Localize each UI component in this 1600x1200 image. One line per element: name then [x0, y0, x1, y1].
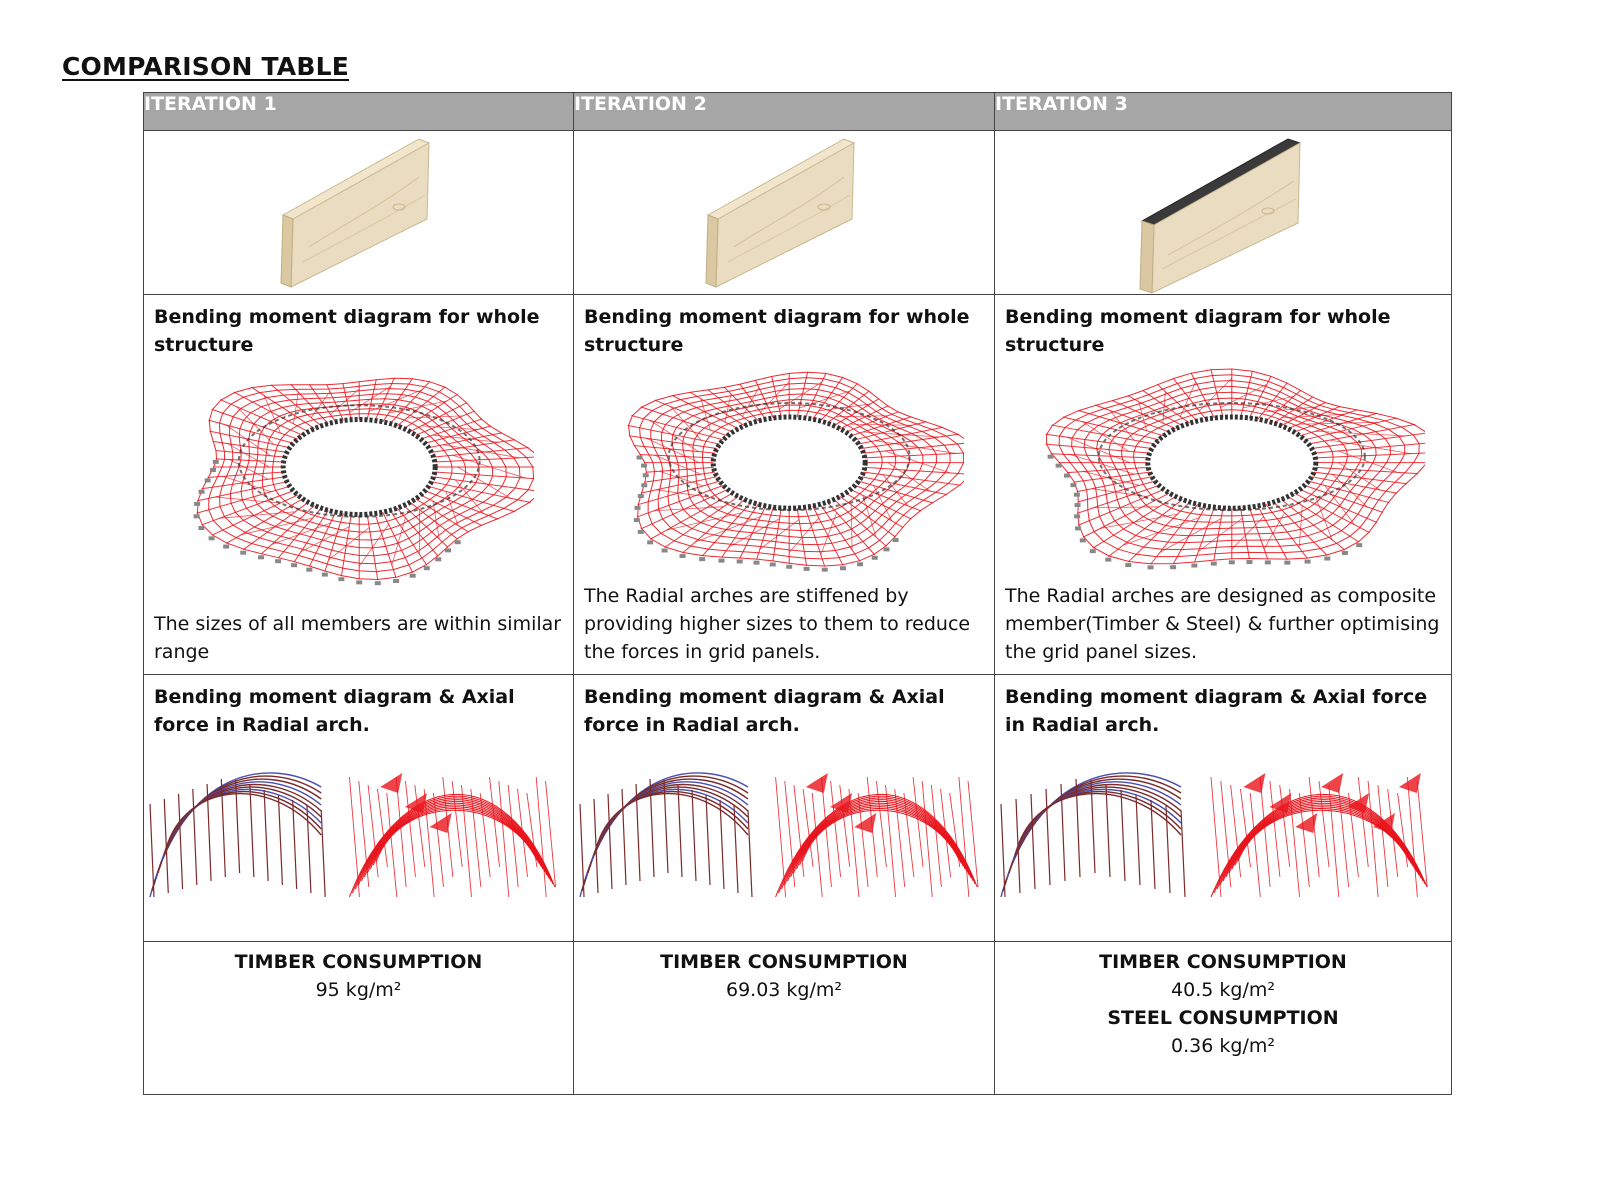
- support-markers: [193, 459, 461, 586]
- consumption-value: 40.5 kg/m²: [1171, 979, 1275, 1001]
- diagram-title: Bending moment diagram for whole structu…: [1005, 306, 1391, 356]
- radial-arch-moment: [348, 773, 556, 898]
- bending-moment-diagram-2: [627, 371, 964, 572]
- consumption-row: TIMBER CONSUMPTION 95 kg/m² TIMBER CONSU…: [143, 941, 1452, 1095]
- diagram-cell-3: Bending moment diagram for whole structu…: [994, 294, 1452, 675]
- consumption-cell-1: TIMBER CONSUMPTION 95 kg/m²: [143, 941, 574, 1095]
- comparison-table: ITERATION 1 ITERATION 2 ITERATION 3: [143, 92, 1452, 1095]
- arch-cell-3: Bending moment diagram & Axial force in …: [994, 674, 1452, 942]
- composite-beam-image: [1139, 138, 1302, 294]
- consumption-cell-3: TIMBER CONSUMPTION 40.5 kg/m² STEEL CONS…: [994, 941, 1452, 1095]
- consumption-label: STEEL CONSUMPTION: [1107, 1007, 1339, 1029]
- diagram-description: The sizes of all members are within simi…: [154, 613, 562, 663]
- diagram-description: The Radial arches are designed as compos…: [1005, 585, 1440, 663]
- consumption-label: TIMBER CONSUMPTION: [234, 951, 483, 973]
- consumption-cell-2: TIMBER CONSUMPTION 69.03 kg/m²: [573, 941, 995, 1095]
- consumption-label: TIMBER CONSUMPTION: [1099, 951, 1347, 973]
- beam-cell-1: [143, 130, 574, 295]
- header-iteration-1: ITERATION 1: [143, 92, 574, 131]
- arch-title: Bending moment diagram & Axial force in …: [1005, 686, 1428, 736]
- diagram-cell-2: Bending moment diagram for whole structu…: [573, 294, 995, 675]
- header-row: ITERATION 1 ITERATION 2 ITERATION 3: [143, 92, 1452, 131]
- radial-arch-diagrams-2: [579, 772, 979, 898]
- diagram-cell-1: Bending moment diagram for whole structu…: [143, 294, 574, 675]
- consumption-value: 95 kg/m²: [315, 979, 402, 1001]
- header-iteration-2: ITERATION 2: [573, 92, 995, 131]
- consumption-value: 0.36 kg/m²: [1171, 1035, 1275, 1057]
- support-markers: [1047, 454, 1363, 570]
- inner-ring: [1145, 414, 1319, 511]
- support-markers: [633, 455, 899, 572]
- shell-mesh: [196, 377, 534, 581]
- consumption-value: 69.03 kg/m²: [725, 979, 843, 1001]
- header-iteration-3: ITERATION 3: [994, 92, 1452, 131]
- consumption-label: TIMBER CONSUMPTION: [660, 951, 908, 973]
- page-title: COMPARISON TABLE: [62, 52, 350, 81]
- arch-row: Bending moment diagram & Axial force in …: [143, 674, 1452, 942]
- radial-arch-frame: [1000, 772, 1186, 898]
- shell-mesh: [627, 371, 964, 567]
- inner-ring: [280, 417, 438, 517]
- diagram-title: Bending moment diagram for whole structu…: [154, 306, 540, 356]
- radial-arch-diagrams-3: [1000, 772, 1428, 898]
- radial-arch-diagrams-1: [149, 772, 556, 898]
- radial-arch-frame: [149, 772, 326, 898]
- diagram-description: The Radial arches are stiffened by provi…: [584, 585, 971, 663]
- radial-arch-moment: [775, 773, 979, 898]
- beam-cell-3: [994, 130, 1452, 295]
- arch-title: Bending moment diagram & Axial force in …: [154, 686, 515, 736]
- radial-arch-frame: [579, 772, 753, 898]
- beam-cell-2: [573, 130, 995, 295]
- radial-arch-moment: [1210, 773, 1428, 898]
- arch-title: Bending moment diagram & Axial force in …: [584, 686, 945, 736]
- diagram-row: Bending moment diagram for whole structu…: [143, 294, 1452, 675]
- shell-mesh: [1045, 368, 1425, 565]
- arch-cell-1: Bending moment diagram & Axial force in …: [143, 674, 574, 942]
- diagram-title: Bending moment diagram for whole structu…: [584, 306, 970, 356]
- inner-ring: [710, 414, 868, 511]
- bending-moment-diagram-3: [1045, 368, 1425, 570]
- timber-beam-image: [279, 138, 430, 288]
- arch-cell-2: Bending moment diagram & Axial force in …: [573, 674, 995, 942]
- beam-row: [143, 130, 1452, 295]
- timber-beam-image: [705, 138, 856, 288]
- bending-moment-diagram-1: [193, 377, 534, 586]
